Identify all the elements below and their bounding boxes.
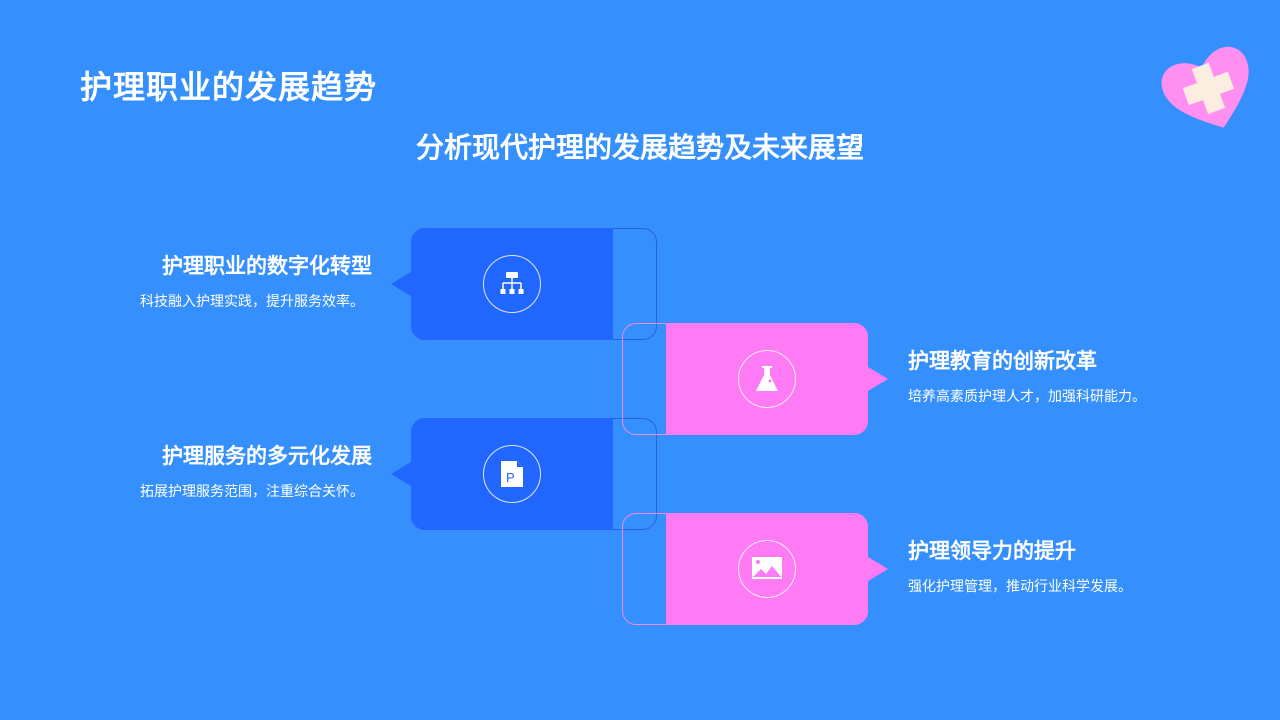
svg-text:P: P [506,470,515,485]
pointer [868,367,888,391]
card-education [666,323,868,435]
item-heading: 护理领导力的提升 [908,539,1076,563]
item-desc: 培养高素质护理人才，加强科研能力。 [908,389,1146,405]
item-desc: 强化护理管理，推动行业科学发展。 [908,579,1132,595]
image-icon [738,540,796,598]
item-desc: 科技融入护理实践，提升服务效率。 [140,294,364,310]
card-digital [411,228,613,340]
pointer [391,272,411,296]
pointer [868,557,888,581]
heart-bandage-icon [1161,46,1249,128]
item-desc: 拓展护理服务范围，注重综合关怀。 [140,484,364,500]
document-p-icon: P [483,445,541,503]
sitemap-icon [483,255,541,313]
subtitle-text: 分析现代护理的发展趋势及未来展望 [415,131,864,164]
pointer [391,462,411,486]
card-diversified: P [411,418,613,530]
page-title: 护理职业的发展趋势 [80,68,378,106]
card-leadership [666,513,868,625]
item-heading: 护理教育的创新改革 [908,349,1097,373]
flask-icon [738,350,796,408]
item-heading: 护理职业的数字化转型 [162,254,372,278]
page-subtitle: 分析现代护理的发展趋势及未来展望 [0,126,1280,166]
item-heading: 护理服务的多元化发展 [162,444,372,468]
